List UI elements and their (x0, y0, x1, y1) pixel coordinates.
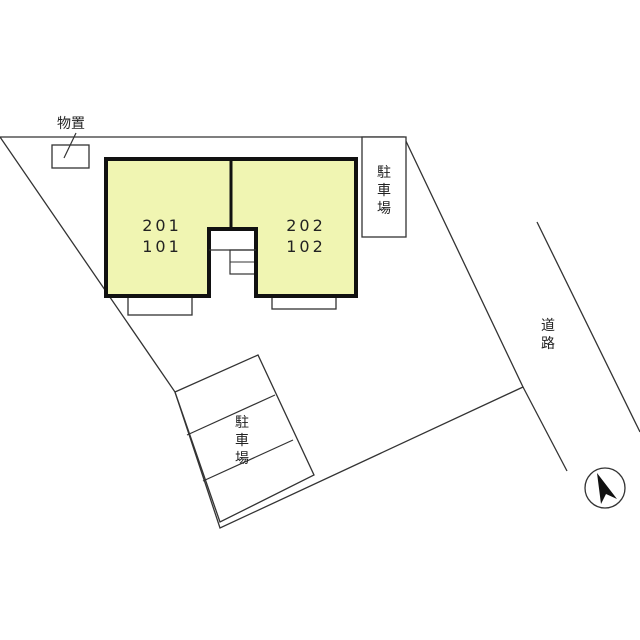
parking-top-char-3: 場 (377, 201, 391, 217)
parking-bottom-divider-1 (186, 394, 276, 436)
parking-bottom-divider-2 (202, 439, 294, 482)
parking-area-bottom (174, 354, 315, 523)
north-arrow-icon (584, 467, 626, 509)
road-edge-line (536, 221, 640, 433)
unit-102-label: 102 (286, 237, 326, 256)
storage-label: 物置 (57, 116, 85, 132)
parking-bottom-char-1: 駐 (235, 415, 249, 431)
road-boundary-line (522, 386, 568, 472)
road-char-1: 道 (541, 318, 555, 334)
storage-leader-line (63, 132, 77, 159)
unit-101-label: 101 (142, 237, 182, 256)
parking-top-char-2: 車 (377, 182, 391, 199)
unit-202-label: 202 (286, 216, 326, 235)
parking-area-top (361, 136, 407, 238)
parking-bottom-char-2: 車 (235, 432, 249, 449)
parking-bottom-char-3: 場 (235, 451, 249, 467)
storage-shed (51, 144, 90, 169)
parking-top-char-1: 駐 (377, 165, 391, 181)
unit-201-label: 201 (142, 216, 182, 235)
road-char-2: 路 (541, 336, 555, 352)
